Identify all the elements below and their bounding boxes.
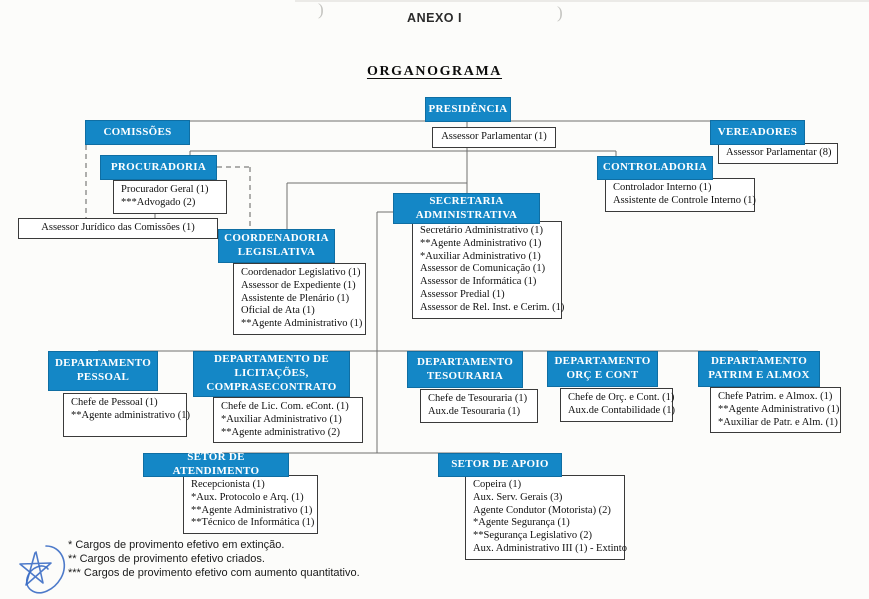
staff-secretaria: Secretário Administrativo (1)**Agente Ad… <box>412 221 565 319</box>
text-line: Aux. Administrativo III (1) - Extinto <box>473 542 627 554</box>
text-line: Chefe de Tesouraria (1) <box>428 393 528 404</box>
text-line: Oficial de Ata (1) <box>241 305 315 317</box>
text-line: Assistente de Plenário (1) <box>241 292 350 304</box>
node-comissoes: COMISSÕES <box>85 120 190 145</box>
text-line: Aux. Serv. Gerais (3) <box>473 491 563 503</box>
page-title: ORGANOGRAMA <box>366 64 503 79</box>
staff-departamento-licitacoes: Chefe de Lic. Com. eCont. (1)*Auxiliar A… <box>213 397 363 444</box>
text-line: **Técnico de Informática (1) <box>191 517 315 529</box>
text-line: ***Advogado (2) <box>121 196 196 208</box>
node-setor-apoio: SETOR DE APOIO <box>438 453 562 477</box>
staff-coordenadoria: Coordenador Legislativo (1)Assessor de E… <box>233 263 366 335</box>
text-line: *Auxiliar Administrativo (1) <box>420 250 541 262</box>
text-line: Aux.de Tesouraria (1) <box>428 405 521 417</box>
text-line: Chefe de Orç. e Cont. (1) <box>568 392 675 403</box>
text-line: Assessor de Expediente (1) <box>241 279 356 291</box>
text-line: Assessor Parlamentar (1) <box>441 131 547 142</box>
text-line: ** Cargos de provimento efetivo criados. <box>68 552 265 565</box>
node-secretaria-administrativa: SECRETARIA ADMINISTRATIVA <box>393 193 540 224</box>
node-assessor-juridico: Assessor Jurídico das Comissões (1) <box>18 218 218 239</box>
text-line: Copeira (1) <box>473 479 522 490</box>
text-line: **Agente administrativo (2) <box>221 426 340 438</box>
node-procuradoria: PROCURADORIA <box>100 155 217 180</box>
text-line: Assessor Parlamentar (8) <box>726 147 832 158</box>
node-departamento-patrim-almox: DEPARTAMENTO PATRIM E ALMOX <box>698 351 820 387</box>
text-line: Assessor Predial (1) <box>420 288 505 300</box>
text-line: Assistente de Controle Interno (1) <box>613 194 756 206</box>
signature-doodle <box>19 545 66 594</box>
text-line: Chefe de Pessoal (1) <box>71 397 158 408</box>
node-setor-atendimento: SETOR DE ATENDIMENTO <box>143 451 289 477</box>
staff-departamento-tesouraria: Chefe de Tesouraria (1)Aux.de Tesouraria… <box>420 389 538 423</box>
staff-presidencia: Assessor Parlamentar (1) <box>432 127 556 148</box>
node-departamento-pessoal: DEPARTAMENTO PESSOAL <box>48 351 158 391</box>
text-line: *Agente Segurança (1) <box>473 517 570 529</box>
scan-artifact-left: ) <box>318 0 324 19</box>
staff-departamento-orc-cont: Chefe de Orç. e Cont. (1)Aux.de Contabil… <box>560 388 676 422</box>
text-line: *Auxiliar Administrativo (1) <box>221 413 342 425</box>
node-presidencia: PRESIDÊNCIA <box>425 97 511 122</box>
text-line: * Cargos de provimento efetivo em extinç… <box>68 539 285 551</box>
staff-departamento-patrim-almox: Chefe Patrim. e Almox. (1)**Agente Admin… <box>710 387 841 434</box>
text-line: Assessor de Comunicação (1) <box>420 263 546 275</box>
text-line: **Agente Administrativo (1) <box>191 504 313 516</box>
staff-vereadores: Assessor Parlamentar (8) <box>718 143 838 164</box>
text-line: Assessor de Informática (1) <box>420 276 537 288</box>
anexo-heading: ANEXO I <box>407 11 462 25</box>
text-line: **Agente Administrativo (1) <box>718 403 840 415</box>
text-line: Secretário Administrativo (1) <box>420 225 544 236</box>
node-departamento-licitacoes: DEPARTAMENTO DE LICITAÇÕES, COMPRASECONT… <box>193 351 350 397</box>
staff-departamento-pessoal: Chefe de Pessoal (1)**Agente administrat… <box>63 393 190 437</box>
text-line: Recepcionista (1) <box>191 479 265 490</box>
text-line: Chefe Patrim. e Almox. (1) <box>718 391 833 402</box>
node-vereadores: VEREADORES <box>710 120 805 145</box>
staff-procuradoria: Procurador Geral (1)***Advogado (2) <box>113 180 227 214</box>
signature-loop-stroke <box>25 545 66 594</box>
text-line: Procurador Geral (1) <box>121 184 209 195</box>
node-coordenadoria-legislativa: COORDENADORIA LEGISLATIVA <box>218 229 335 263</box>
text-line: **Segurança Legislativo (2) <box>473 530 592 542</box>
node-controladoria: CONTROLADORIA <box>597 156 713 180</box>
staff-setor-atendimento: Recepcionista (1)*Aux. Protocolo e Arq. … <box>183 475 318 535</box>
scan-artifact-right: ) <box>557 3 563 22</box>
text-line: Agente Condutor (Motorista) (2) <box>473 504 611 516</box>
text-line: *Aux. Protocolo e Arq. (1) <box>191 491 304 503</box>
text-line: Coordenador Legislativo (1) <box>241 267 361 278</box>
text-line: *** Cargos de provimento efetivo com aum… <box>68 566 360 579</box>
text-line: **Agente administrativo (1) <box>71 409 190 421</box>
signature-star-stroke <box>19 551 52 586</box>
text-line: Aux.de Contabilidade (1) <box>568 404 676 416</box>
text-line: Chefe de Lic. Com. eCont. (1) <box>221 401 349 412</box>
text-line: Assessor de Rel. Inst. e Cerim. (1) <box>420 301 565 313</box>
text-line: **Agente Administrativo (1) <box>420 237 542 249</box>
staff-controladoria: Controlador Interno (1)Assistente de Con… <box>605 178 756 212</box>
text-line: *Auxiliar de Patr. e Alm. (1) <box>718 416 838 428</box>
text-line: Controlador Interno (1) <box>613 182 712 193</box>
staff-setor-apoio: Copeira (1)Aux. Serv. Gerais (3)Agente C… <box>465 475 627 560</box>
node-departamento-orc-cont: DEPARTAMENTO ORÇ E CONT <box>547 351 658 387</box>
text-line: **Agente Administrativo (1) <box>241 318 363 330</box>
footnotes: * Cargos de provimento efetivo em extinç… <box>68 539 360 581</box>
node-departamento-tesouraria: DEPARTAMENTO TESOURARIA <box>407 351 523 388</box>
